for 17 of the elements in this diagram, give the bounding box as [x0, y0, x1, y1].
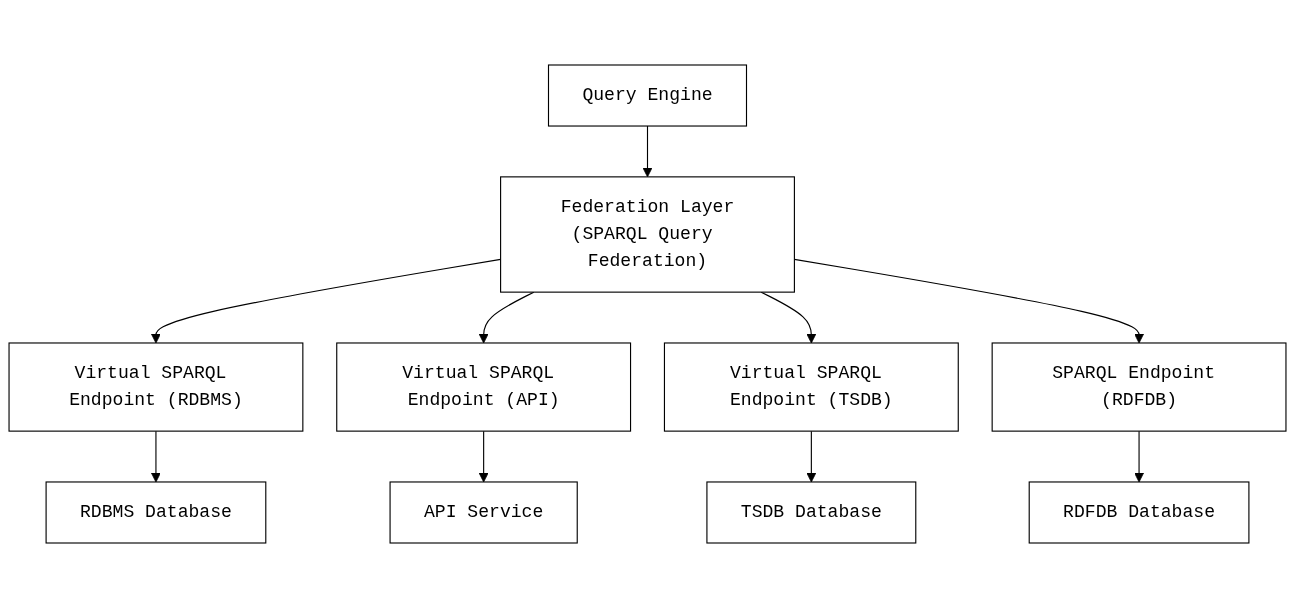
node-box: Virtual SPARQL Endpoint (RDBMS) [8, 342, 304, 432]
arrow [150, 430, 161, 483]
arrow [760, 291, 817, 344]
arrow [642, 125, 653, 178]
node-box: Query Engine [547, 64, 748, 127]
node-box: RDBMS Database [45, 481, 267, 544]
arrow [478, 291, 535, 344]
arrow [478, 430, 489, 483]
node-box: Federation Layer (SPARQL Query Federation) [500, 176, 795, 293]
node-box: RDFDB Database [1028, 481, 1250, 544]
arrow [806, 430, 817, 483]
node-box: SPARQL Endpoint (RDFDB) [991, 342, 1287, 432]
arrow [1134, 430, 1145, 483]
node-box: Virtual SPARQL Endpoint (API) [336, 342, 632, 432]
node-box: Virtual SPARQL Endpoint (TSDB) [663, 342, 959, 432]
node-box: TSDB Database [706, 481, 917, 544]
node-box: API Service [389, 481, 578, 544]
